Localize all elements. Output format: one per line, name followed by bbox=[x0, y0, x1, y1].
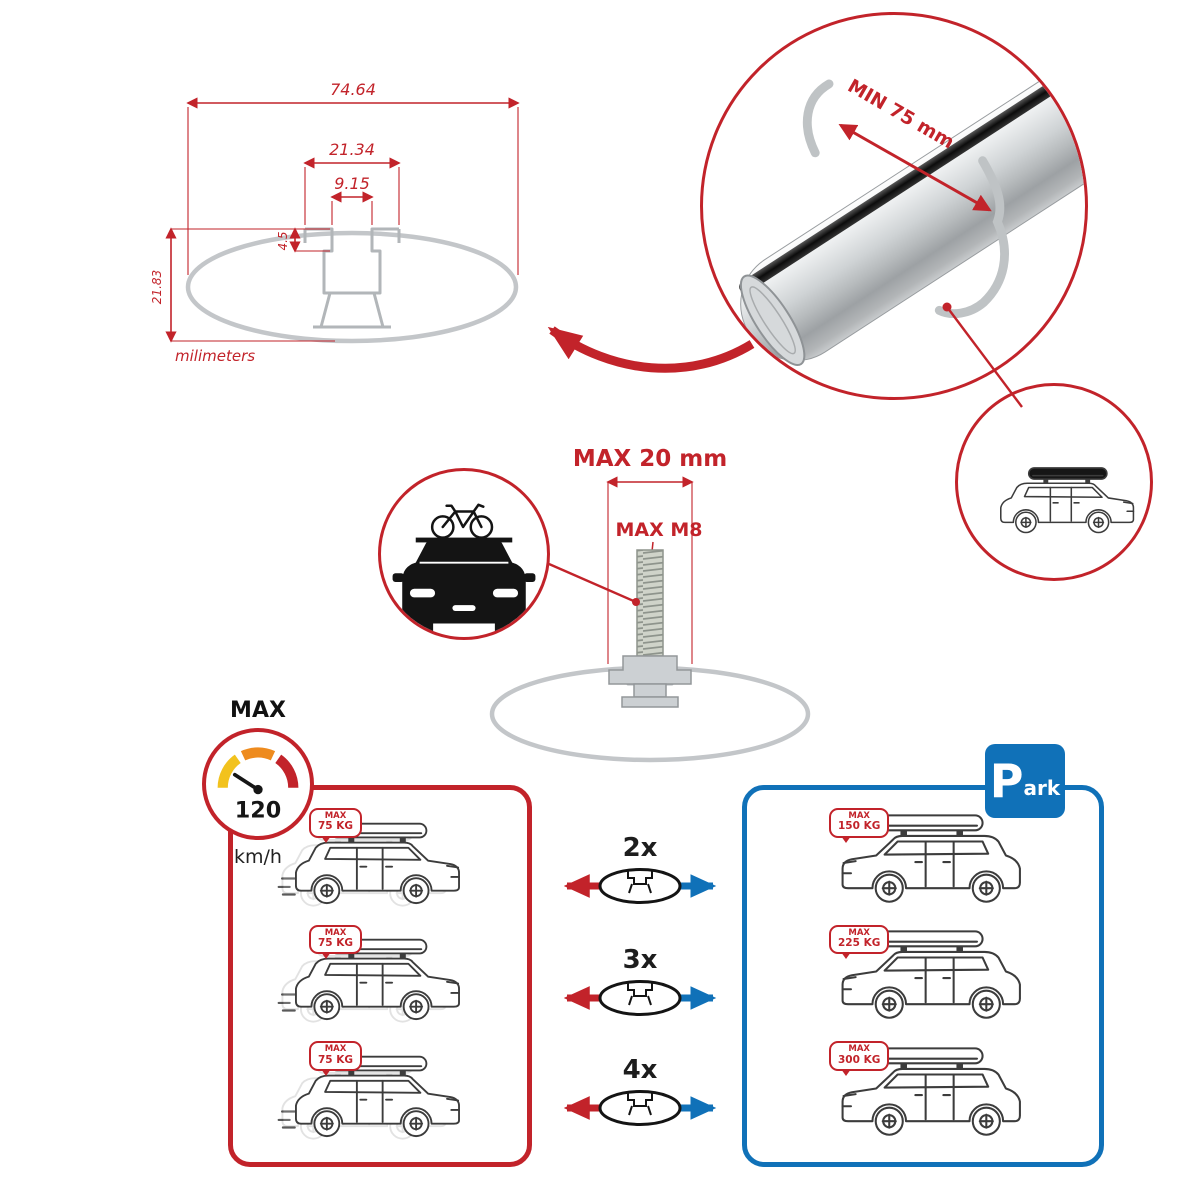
total-height-value: 21.83 bbox=[150, 270, 164, 304]
car-with-roofbox-moving bbox=[277, 1049, 483, 1152]
units-label: milimeters bbox=[175, 347, 255, 365]
moving-load-panel: MAX 75 KG MAX 75 KG MAX 75 KG bbox=[228, 785, 532, 1167]
parked-load-row-2: MAX 225 KG bbox=[753, 923, 1093, 1040]
tag-weight-label: 300 KG bbox=[838, 1053, 881, 1066]
gauge-segment-orange bbox=[240, 747, 276, 761]
dimension-pad-width: 21.34 bbox=[303, 140, 401, 225]
bolt-fitting-diagram: MAX 20 mm MAX M8 bbox=[489, 446, 811, 763]
parked-load-row-1: MAX 150 KG bbox=[753, 806, 1093, 923]
multiplier-label: 4x bbox=[623, 1055, 658, 1085]
tag-weight-label: 75 KG bbox=[318, 1053, 354, 1066]
dimension-slot-width: 9.15 bbox=[330, 174, 374, 225]
max-load-tag: MAX 75 KG bbox=[309, 1041, 363, 1076]
bicycle-icon bbox=[430, 503, 494, 539]
end-cap bbox=[739, 274, 806, 366]
dimension-total-width: 74.64 bbox=[186, 80, 520, 275]
multiplier-label: 2x bbox=[623, 833, 658, 863]
parked-load-row-3: MAX 300 KG bbox=[753, 1039, 1093, 1156]
max-load-tag: MAX 75 KG bbox=[309, 924, 363, 959]
car-with-roofbox-moving bbox=[277, 816, 483, 919]
speed-max-label: MAX bbox=[230, 698, 286, 723]
tag-max-label: MAX bbox=[324, 1044, 347, 1055]
profile-dimension-diagram: 74.64 21.34 9.15 4.5 21.83 milimeters bbox=[150, 80, 520, 365]
aluminum-crossbar bbox=[739, 15, 1085, 366]
speed-units-label: km/h bbox=[234, 846, 282, 868]
speed-value: 120 bbox=[235, 797, 281, 823]
parked-load-panel: MAX 150 KG MAX 225 KG MAX 300 KG bbox=[742, 785, 1104, 1167]
dimension-total-height: 21.83 bbox=[150, 227, 335, 343]
total-width-value: 74.64 bbox=[330, 80, 376, 99]
car-with-bike-illustration bbox=[392, 503, 536, 633]
min-clearance-arrow bbox=[838, 123, 992, 212]
tag-weight-label: 75 KG bbox=[318, 820, 354, 833]
car-front-icon bbox=[392, 538, 536, 633]
moving-load-row-3: MAX 75 KG bbox=[239, 1039, 521, 1156]
crossbar-render: MIN 75 mm bbox=[739, 15, 1085, 366]
max-load-tag: MAX 150 KG bbox=[829, 808, 890, 842]
max-load-tag: MAX 225 KG bbox=[829, 924, 890, 959]
bar-cross-section-outline bbox=[185, 230, 519, 344]
min-clearance-label: MIN 75 mm bbox=[844, 76, 958, 154]
tag-weight-label: 225 KG bbox=[838, 936, 881, 949]
crossbar-photo-circle: MIN 75 mm bbox=[700, 12, 1088, 400]
tag-weight-label: 75 KG bbox=[318, 936, 354, 949]
tag-max-label: MAX bbox=[848, 927, 870, 938]
moving-load-row-1: MAX 75 KG bbox=[239, 806, 521, 923]
lip-depth-value: 4.5 bbox=[276, 231, 290, 250]
gauge-pivot bbox=[253, 784, 263, 795]
max-load-tag: MAX 300 KG bbox=[829, 1041, 890, 1076]
suv-with-roofbox-illustration bbox=[958, 386, 1150, 578]
bar-cross-section-icon bbox=[598, 868, 682, 904]
pad-width-value: 21.34 bbox=[329, 140, 375, 159]
speed-limit-gauge: 120 bbox=[202, 728, 314, 840]
gauge-segment-yellow bbox=[217, 754, 241, 789]
moving-load-row-2: MAX 75 KG bbox=[239, 923, 521, 1040]
tag-max-label: MAX bbox=[848, 1044, 870, 1055]
bike-car-detail-circle bbox=[378, 468, 550, 640]
tag-max-label: MAX bbox=[848, 811, 870, 821]
car-with-roofbox-moving bbox=[277, 932, 483, 1035]
tag-max-label: MAX bbox=[324, 811, 347, 821]
multiplier-label: 3x bbox=[623, 945, 658, 975]
thread-size-label: MAX M8 bbox=[615, 519, 702, 541]
park-sign-rest: ark bbox=[1023, 776, 1061, 800]
max-load-tag: MAX 75 KG bbox=[309, 808, 363, 842]
t-slot-profile bbox=[303, 227, 401, 329]
t-slot-nut bbox=[608, 655, 692, 708]
gauge-dial: 120 bbox=[217, 747, 299, 823]
vehicle-example-circle bbox=[955, 383, 1153, 581]
tag-weight-label: 150 KG bbox=[838, 820, 881, 833]
clamp-hook-rear bbox=[802, 79, 834, 158]
bar-count-row-2: 3x bbox=[563, 945, 717, 1016]
bar-cross-section-icon bbox=[598, 1090, 682, 1126]
threaded-bolt bbox=[636, 549, 664, 657]
tag-max-label: MAX bbox=[324, 927, 347, 938]
bar-count-row-3: 4x bbox=[563, 1055, 717, 1126]
park-sign-letter: P bbox=[989, 754, 1024, 808]
magnify-arrow bbox=[547, 326, 755, 373]
max-width-label: MAX 20 mm bbox=[573, 446, 727, 472]
bar-cross-section-icon bbox=[598, 980, 682, 1016]
bar-count-row-1: 2x bbox=[563, 833, 717, 904]
slot-width-value: 9.15 bbox=[334, 174, 370, 193]
gauge-segment-red bbox=[275, 754, 299, 789]
